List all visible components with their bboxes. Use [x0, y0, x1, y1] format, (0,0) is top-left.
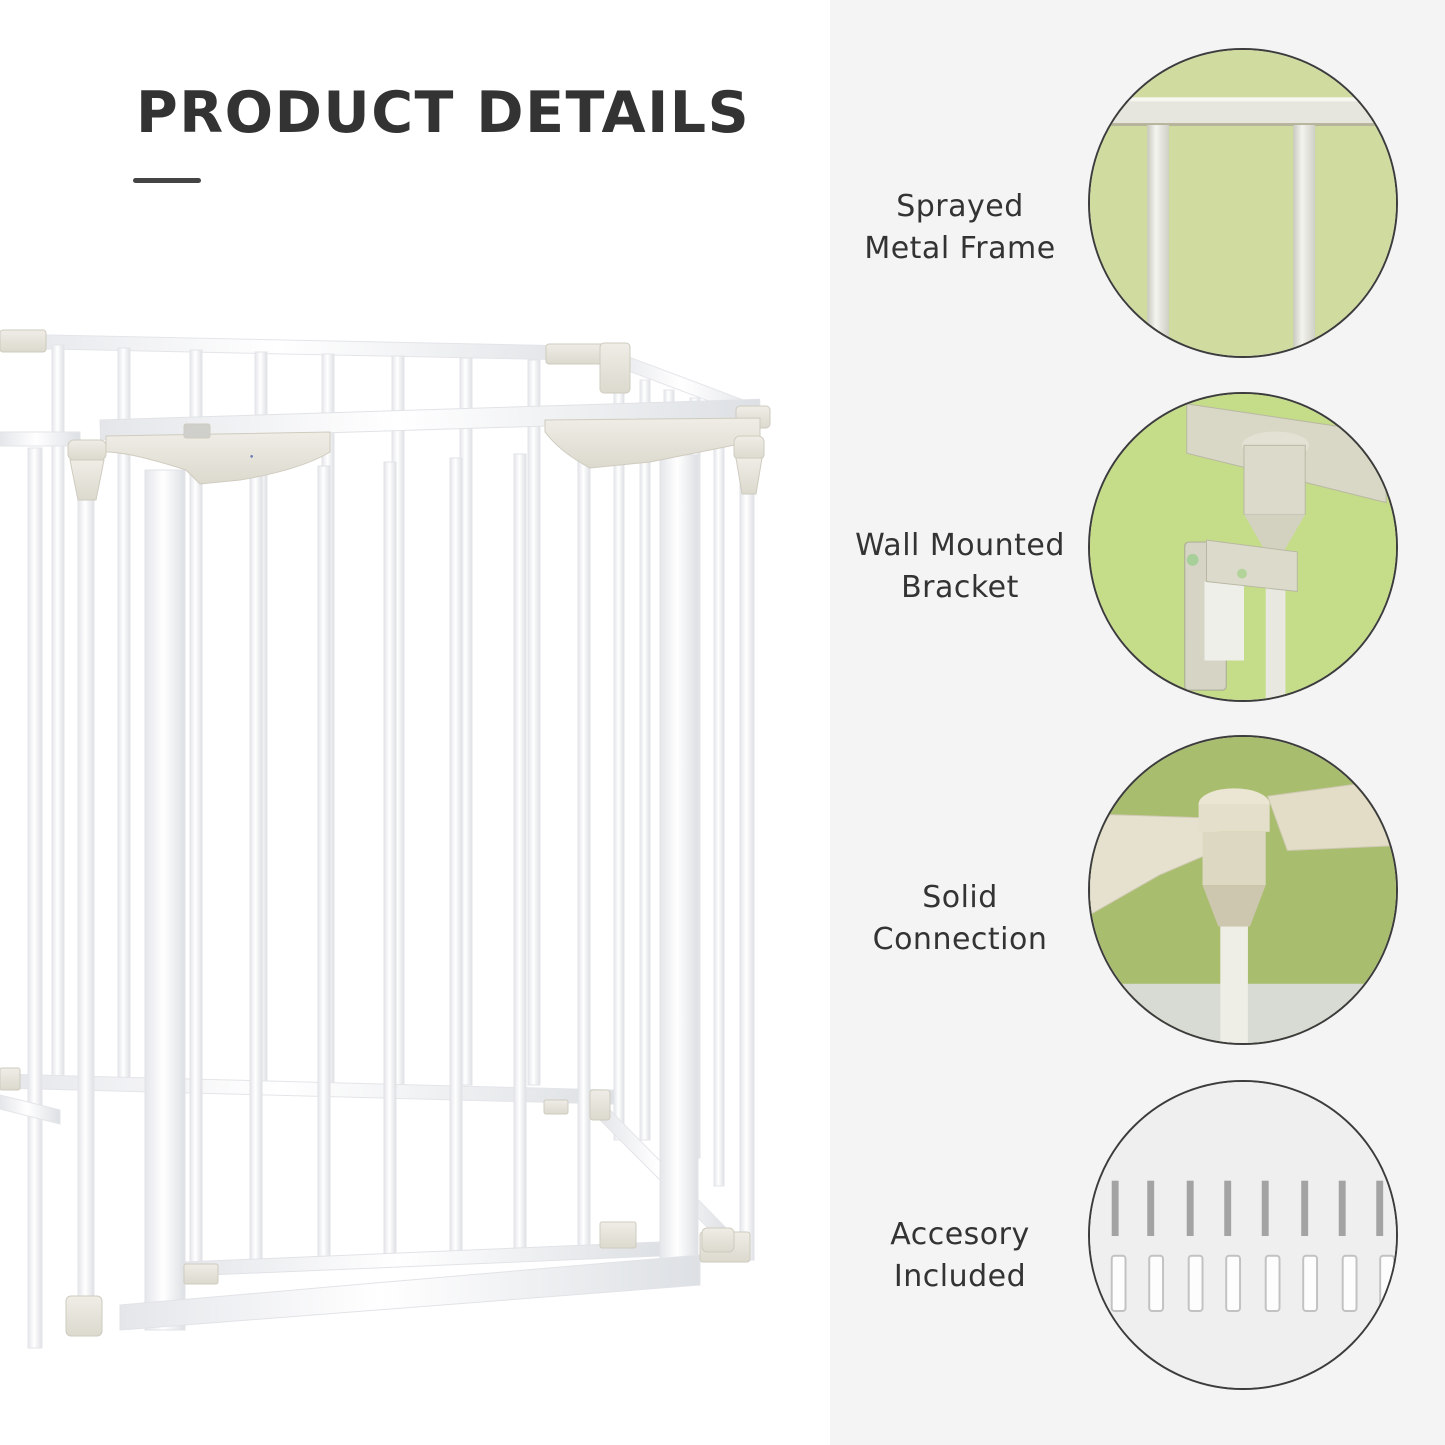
feature-sprayed-metal-frame: Sprayed Metal Frame	[830, 45, 1445, 365]
feature-wall-mounted-bracket: Wall Mounted Bracket	[830, 390, 1445, 710]
safety-gate-product-image: •	[0, 329, 771, 1349]
feature-label-line: Accesory	[890, 1217, 1030, 1252]
feature-detail-pane: Sprayed Metal Frame Wall Mounted	[830, 0, 1445, 1445]
feature-image-screws-anchors	[1088, 1080, 1398, 1390]
feature-label-line: Sprayed	[896, 189, 1024, 224]
feature-solid-connection: Solid Connection	[830, 735, 1445, 1055]
screws-row	[1111, 1180, 1384, 1236]
feature-label: Solid Connection	[830, 877, 1090, 961]
feature-image-connector	[1088, 735, 1398, 1045]
feature-label: Accesory Included	[830, 1214, 1090, 1298]
product-hero-pane: PRODUCT DETAILS	[0, 80, 771, 1349]
feature-label-line: Connection	[872, 922, 1048, 957]
feature-label-line: Metal Frame	[864, 231, 1056, 266]
feature-image-metal-frame	[1088, 48, 1398, 358]
brand-logo-mark: •	[249, 453, 254, 463]
page-title: PRODUCT DETAILS	[136, 80, 751, 146]
feature-accessory-included: Accesory Included	[830, 1080, 1445, 1400]
feature-label: Wall Mounted Bracket	[830, 525, 1090, 609]
feature-label-line: Solid	[922, 880, 998, 915]
feature-image-wall-bracket	[1088, 392, 1398, 702]
feature-label-line: Bracket	[901, 570, 1019, 605]
feature-label-line: Included	[893, 1259, 1027, 1294]
door-gate	[99, 398, 761, 1331]
front-left-panel	[0, 431, 95, 1349]
title-underline-divider	[133, 178, 201, 183]
feature-label: Sprayed Metal Frame	[830, 186, 1090, 270]
feature-label-line: Wall Mounted	[855, 528, 1065, 563]
connectors	[0, 329, 771, 1337]
